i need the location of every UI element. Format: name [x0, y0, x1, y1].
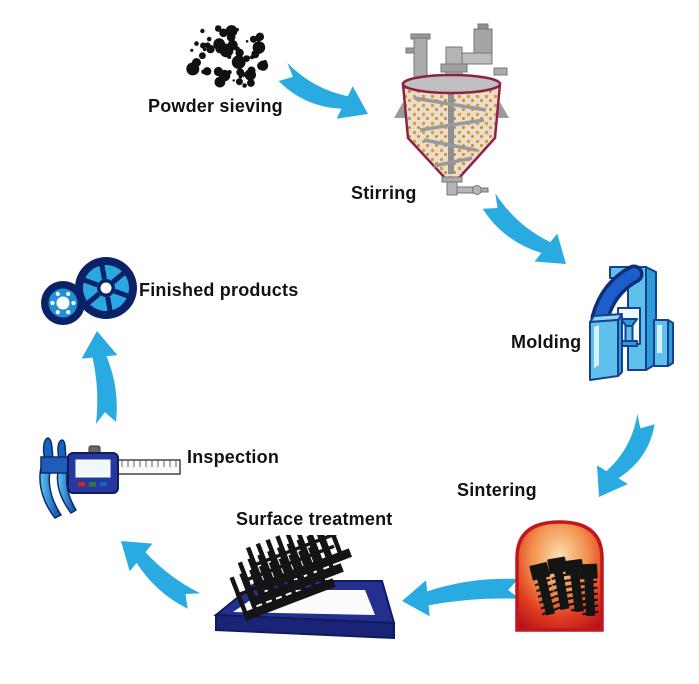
arrow-inspection-to-finished-products: [81, 331, 118, 424]
large-ring: [75, 257, 137, 319]
arrow-stirring-to-molding: [482, 193, 566, 264]
bearing-rings-icon: [41, 257, 137, 325]
press-right-cabinet: [653, 319, 674, 367]
digital-caliper-icon: [39, 437, 181, 519]
stage-label-powder-sieving: Powder sieving: [148, 96, 283, 116]
tank-lid: [401, 73, 502, 95]
molding-press-icon: [589, 264, 674, 381]
tank-support-left: [394, 102, 406, 118]
arrow-sintering-to-surface-treatment: [402, 578, 520, 617]
caliper-jaws: [39, 437, 78, 519]
arrow-surface-treatment-to-inspection: [121, 541, 201, 609]
furnace-icon: [515, 520, 604, 632]
die-area: [617, 307, 641, 347]
small-ring: [41, 281, 85, 325]
caliper-display: [67, 452, 119, 494]
stage-label-finished-products: Finished products: [139, 280, 299, 300]
stage-label-surface-treatment: Surface treatment: [236, 509, 393, 529]
bottom-outlet-valve: [441, 176, 489, 196]
rack-on-tray-icon: [213, 535, 396, 640]
agitator-spiral: [413, 96, 487, 168]
arrow-powder-sieving-to-stirring: [278, 63, 368, 119]
powder-dots-icon: [186, 25, 269, 88]
stage-label-sintering: Sintering: [457, 480, 537, 500]
stage-label-inspection: Inspection: [187, 447, 280, 467]
stage-label-molding: Molding: [511, 332, 582, 352]
mixer-tank-icon: [394, 23, 509, 196]
mixer-top-assembly: [405, 23, 508, 83]
stage-label-stirring: Stirring: [351, 183, 417, 203]
arrow-molding-to-sintering: [597, 413, 655, 497]
tray-front-face: [215, 613, 395, 640]
parts-rack: [229, 535, 353, 621]
tank-support-right: [497, 102, 509, 118]
press-left-cabinet: [589, 313, 623, 381]
